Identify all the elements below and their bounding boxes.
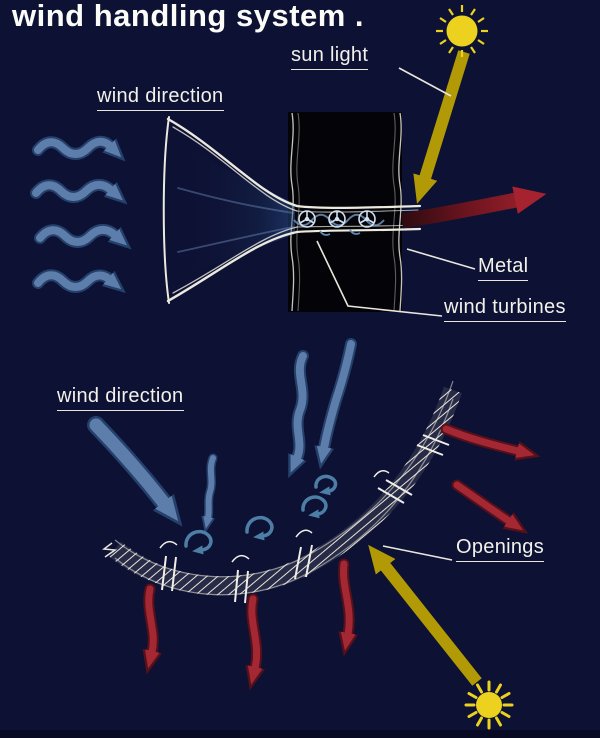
funnel-airflow-haze bbox=[172, 142, 295, 280]
shell-openings bbox=[159, 434, 450, 604]
sunlight-arrow-bottom bbox=[368, 544, 482, 686]
pointer-lines-top bbox=[316, 67, 476, 317]
pointer-line-sun-light bbox=[398, 67, 452, 97]
label-metal: Metal bbox=[478, 255, 529, 281]
wind-turbine-icon bbox=[358, 210, 376, 228]
sunlight-arrow-top bbox=[413, 50, 470, 204]
opening-tick bbox=[294, 529, 313, 580]
swirl-arrow-icon bbox=[301, 495, 328, 519]
label-wind-direction-bottom: wind direction bbox=[57, 385, 184, 411]
sun-icon-top bbox=[436, 5, 488, 57]
pointer-line-metal bbox=[406, 248, 476, 270]
outflow-arrows bbox=[142, 423, 541, 691]
sun-icon-bottom bbox=[464, 680, 514, 730]
opening-tick bbox=[373, 470, 413, 504]
label-sun-light: sun light bbox=[291, 44, 369, 70]
swirl-arrow-icon bbox=[184, 529, 213, 555]
shell-end-scribble bbox=[101, 542, 118, 558]
wind-turbines-group bbox=[293, 210, 385, 236]
wind-turbine-icon bbox=[298, 210, 316, 228]
label-wind-turbines: wind turbines bbox=[444, 296, 566, 322]
wind-arrows-bottom bbox=[87, 338, 357, 534]
label-openings: Openings bbox=[456, 536, 545, 562]
wind-arrows-left bbox=[30, 135, 132, 294]
page-title: wind handling system . bbox=[12, 0, 365, 33]
opening-tick bbox=[231, 554, 250, 604]
curved-shell bbox=[101, 380, 462, 596]
label-wind-direction-top: wind direction bbox=[97, 85, 224, 111]
bottom-border-strip bbox=[0, 730, 600, 738]
swirl-arrow-icon bbox=[245, 515, 274, 541]
swirl-arrows bbox=[184, 474, 338, 555]
funnel-structure bbox=[162, 116, 422, 304]
exhaust-arrow bbox=[400, 186, 547, 229]
swirl-arrow-icon bbox=[314, 474, 338, 496]
pointer-line-openings bbox=[382, 545, 453, 561]
pointer-line-wind-turbines bbox=[316, 240, 443, 317]
opening-tick bbox=[416, 434, 450, 456]
opening-tick bbox=[159, 540, 178, 592]
wind-turbine-icon bbox=[328, 210, 346, 228]
